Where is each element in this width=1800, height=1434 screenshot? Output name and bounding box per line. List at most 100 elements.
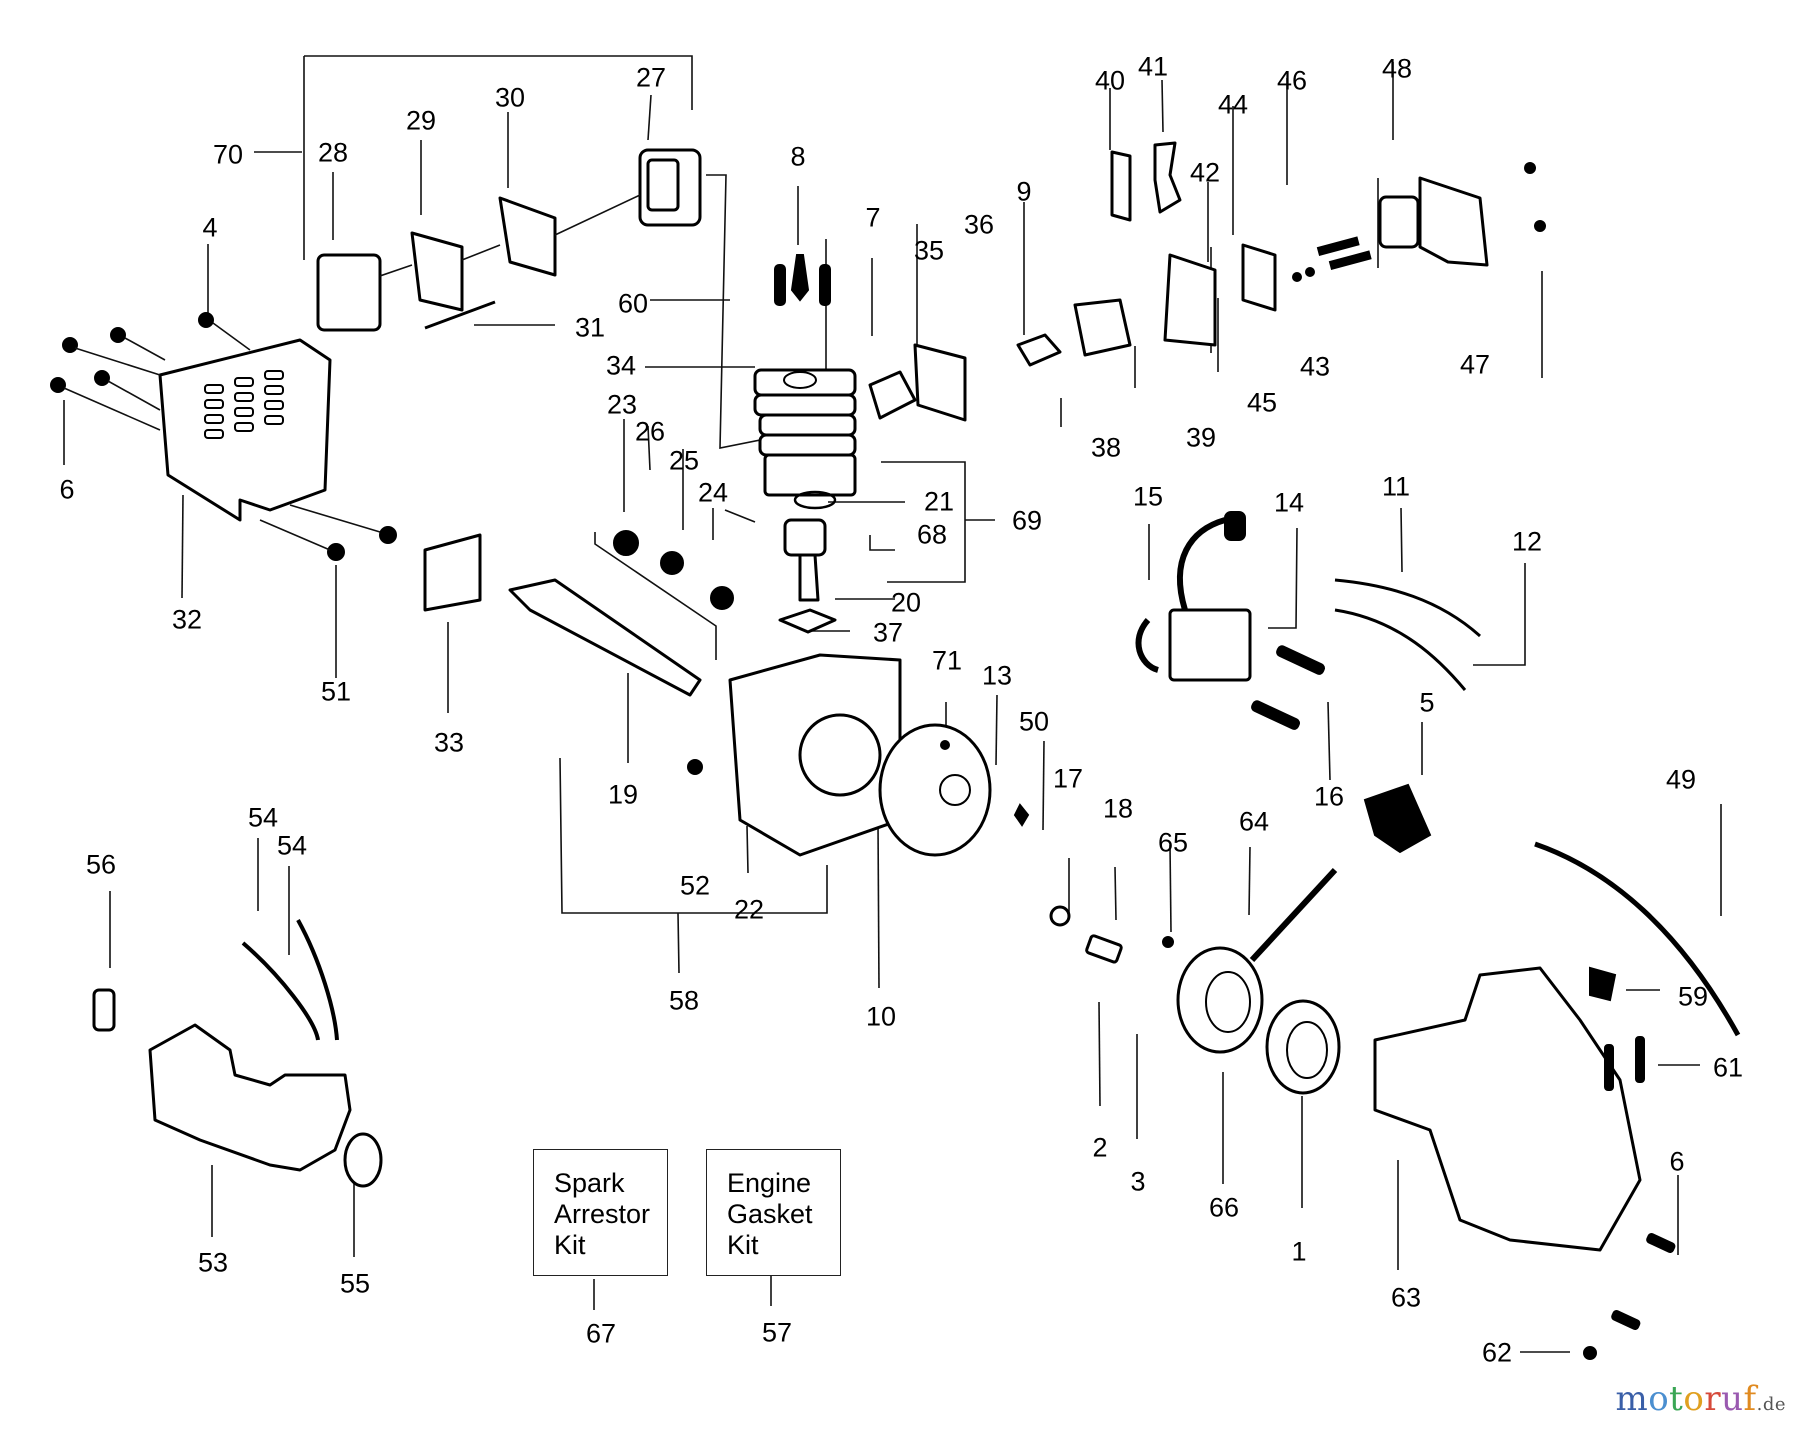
part-label-8: 8 xyxy=(790,141,806,172)
part-label-29: 29 xyxy=(405,105,437,136)
part-label-48: 48 xyxy=(1381,53,1413,84)
part-label-47: 47 xyxy=(1459,349,1491,380)
part-label-2: 2 xyxy=(1092,1132,1108,1163)
wm-letter: u xyxy=(1721,1379,1744,1419)
part-label-39: 39 xyxy=(1185,422,1217,453)
fuel-filter xyxy=(92,988,116,1032)
connecting-rod xyxy=(798,553,820,602)
wire-11 xyxy=(1334,578,1482,638)
wm-letter: t xyxy=(1669,1379,1684,1419)
kit-line: Kit xyxy=(727,1230,759,1260)
part-label-41: 41 xyxy=(1137,51,1169,82)
crankcase xyxy=(728,653,902,857)
part-label-21: 21 xyxy=(923,486,955,517)
carburetor xyxy=(1073,298,1132,357)
part-label-53: 53 xyxy=(197,1247,229,1278)
part-label-4: 4 xyxy=(202,212,218,243)
part-label-69: 69 xyxy=(1011,505,1043,536)
part-label-45: 45 xyxy=(1246,387,1278,418)
part-label-31: 31 xyxy=(574,312,606,343)
part-label-20: 20 xyxy=(890,587,922,618)
part-label-62: 62 xyxy=(1481,1337,1513,1368)
starter-rope xyxy=(1249,867,1338,963)
part-label-19: 19 xyxy=(607,779,639,810)
gasket-40 xyxy=(1110,150,1132,222)
carb-gasket xyxy=(1016,333,1062,367)
part-label-70: 70 xyxy=(212,139,244,170)
crankshaft-seals xyxy=(613,530,734,610)
piston-ring xyxy=(793,490,837,510)
part-label-11: 11 xyxy=(1381,471,1411,502)
fuel-cap xyxy=(343,1132,383,1188)
part-label-32: 32 xyxy=(171,604,203,635)
part-label-71: 71 xyxy=(931,645,963,676)
part-label-40: 40 xyxy=(1094,65,1126,96)
kit-line: Spark xyxy=(554,1168,625,1198)
part-label-12: 12 xyxy=(1511,526,1543,557)
filter-plate xyxy=(498,196,557,277)
part-label-23: 23 xyxy=(606,389,638,420)
part-label-33: 33 xyxy=(433,727,465,758)
part-label-7: 7 xyxy=(865,202,881,233)
ignition-module xyxy=(1135,511,1252,682)
crankshaft xyxy=(508,578,702,697)
wm-letter: o xyxy=(1648,1379,1670,1419)
filter-element xyxy=(1378,195,1420,249)
part-label-35: 35 xyxy=(913,235,945,266)
wm-letter: o xyxy=(1683,1379,1705,1419)
part-label-15: 15 xyxy=(1132,481,1164,512)
part-label-17: 17 xyxy=(1052,763,1084,794)
starter-handle xyxy=(1363,783,1432,854)
part-label-43: 43 xyxy=(1299,351,1331,382)
part-label-16: 16 xyxy=(1313,781,1345,812)
part-label-13: 13 xyxy=(981,660,1013,691)
part-label-22: 22 xyxy=(733,894,765,925)
part-label-25: 25 xyxy=(668,445,700,476)
kit-line: Engine xyxy=(727,1168,812,1198)
part-label-6: 6 xyxy=(1669,1146,1685,1177)
part-label-44: 44 xyxy=(1217,89,1249,120)
watermark-logo: motoruf.de xyxy=(1615,1379,1786,1419)
kit-line: Gasket xyxy=(727,1199,813,1229)
engine-gasket-kit-box: Engine Gasket Kit xyxy=(706,1149,841,1276)
part-label-24: 24 xyxy=(697,477,729,508)
part-label-5: 5 xyxy=(1419,687,1435,718)
wm-letter: r xyxy=(1704,1379,1722,1419)
muffler-gasket xyxy=(423,533,482,612)
part-label-9: 9 xyxy=(1016,176,1032,207)
part-label-46: 46 xyxy=(1276,65,1308,96)
part-label-67: 67 xyxy=(585,1318,617,1349)
part-label-36: 36 xyxy=(963,209,995,240)
part-label-14: 14 xyxy=(1273,487,1305,518)
part-label-61: 61 xyxy=(1712,1052,1744,1083)
part-label-37: 37 xyxy=(872,617,904,648)
gasket-37 xyxy=(778,608,837,634)
part-label-57: 57 xyxy=(761,1317,793,1348)
kit-line: Kit xyxy=(554,1230,586,1260)
air-filter-foam xyxy=(316,253,382,332)
wm-letter: f xyxy=(1743,1379,1757,1419)
part-illustrations xyxy=(50,141,1741,1360)
lever-41 xyxy=(1153,141,1182,214)
part-label-1: 1 xyxy=(1291,1236,1307,1267)
part-label-6: 6 xyxy=(59,474,75,505)
starter-pulley xyxy=(1176,946,1264,1054)
insulator xyxy=(913,343,967,422)
part-label-3: 3 xyxy=(1130,1166,1146,1197)
part-label-60: 60 xyxy=(617,288,649,319)
part-label-26: 26 xyxy=(634,416,666,447)
intake-gasket xyxy=(868,370,917,420)
fuel-lines xyxy=(241,919,339,1041)
wm-suffix: .de xyxy=(1756,1394,1786,1415)
part-label-68: 68 xyxy=(916,519,948,550)
kit-line: Arrestor xyxy=(554,1199,651,1229)
part-label-49: 49 xyxy=(1665,764,1697,795)
choke-plate xyxy=(1163,253,1217,347)
part-label-59: 59 xyxy=(1677,981,1709,1012)
filter-base xyxy=(1241,243,1277,312)
recoil-spring xyxy=(1265,999,1341,1095)
part-label-54: 54 xyxy=(276,830,308,861)
leader-lines xyxy=(63,55,1722,1353)
